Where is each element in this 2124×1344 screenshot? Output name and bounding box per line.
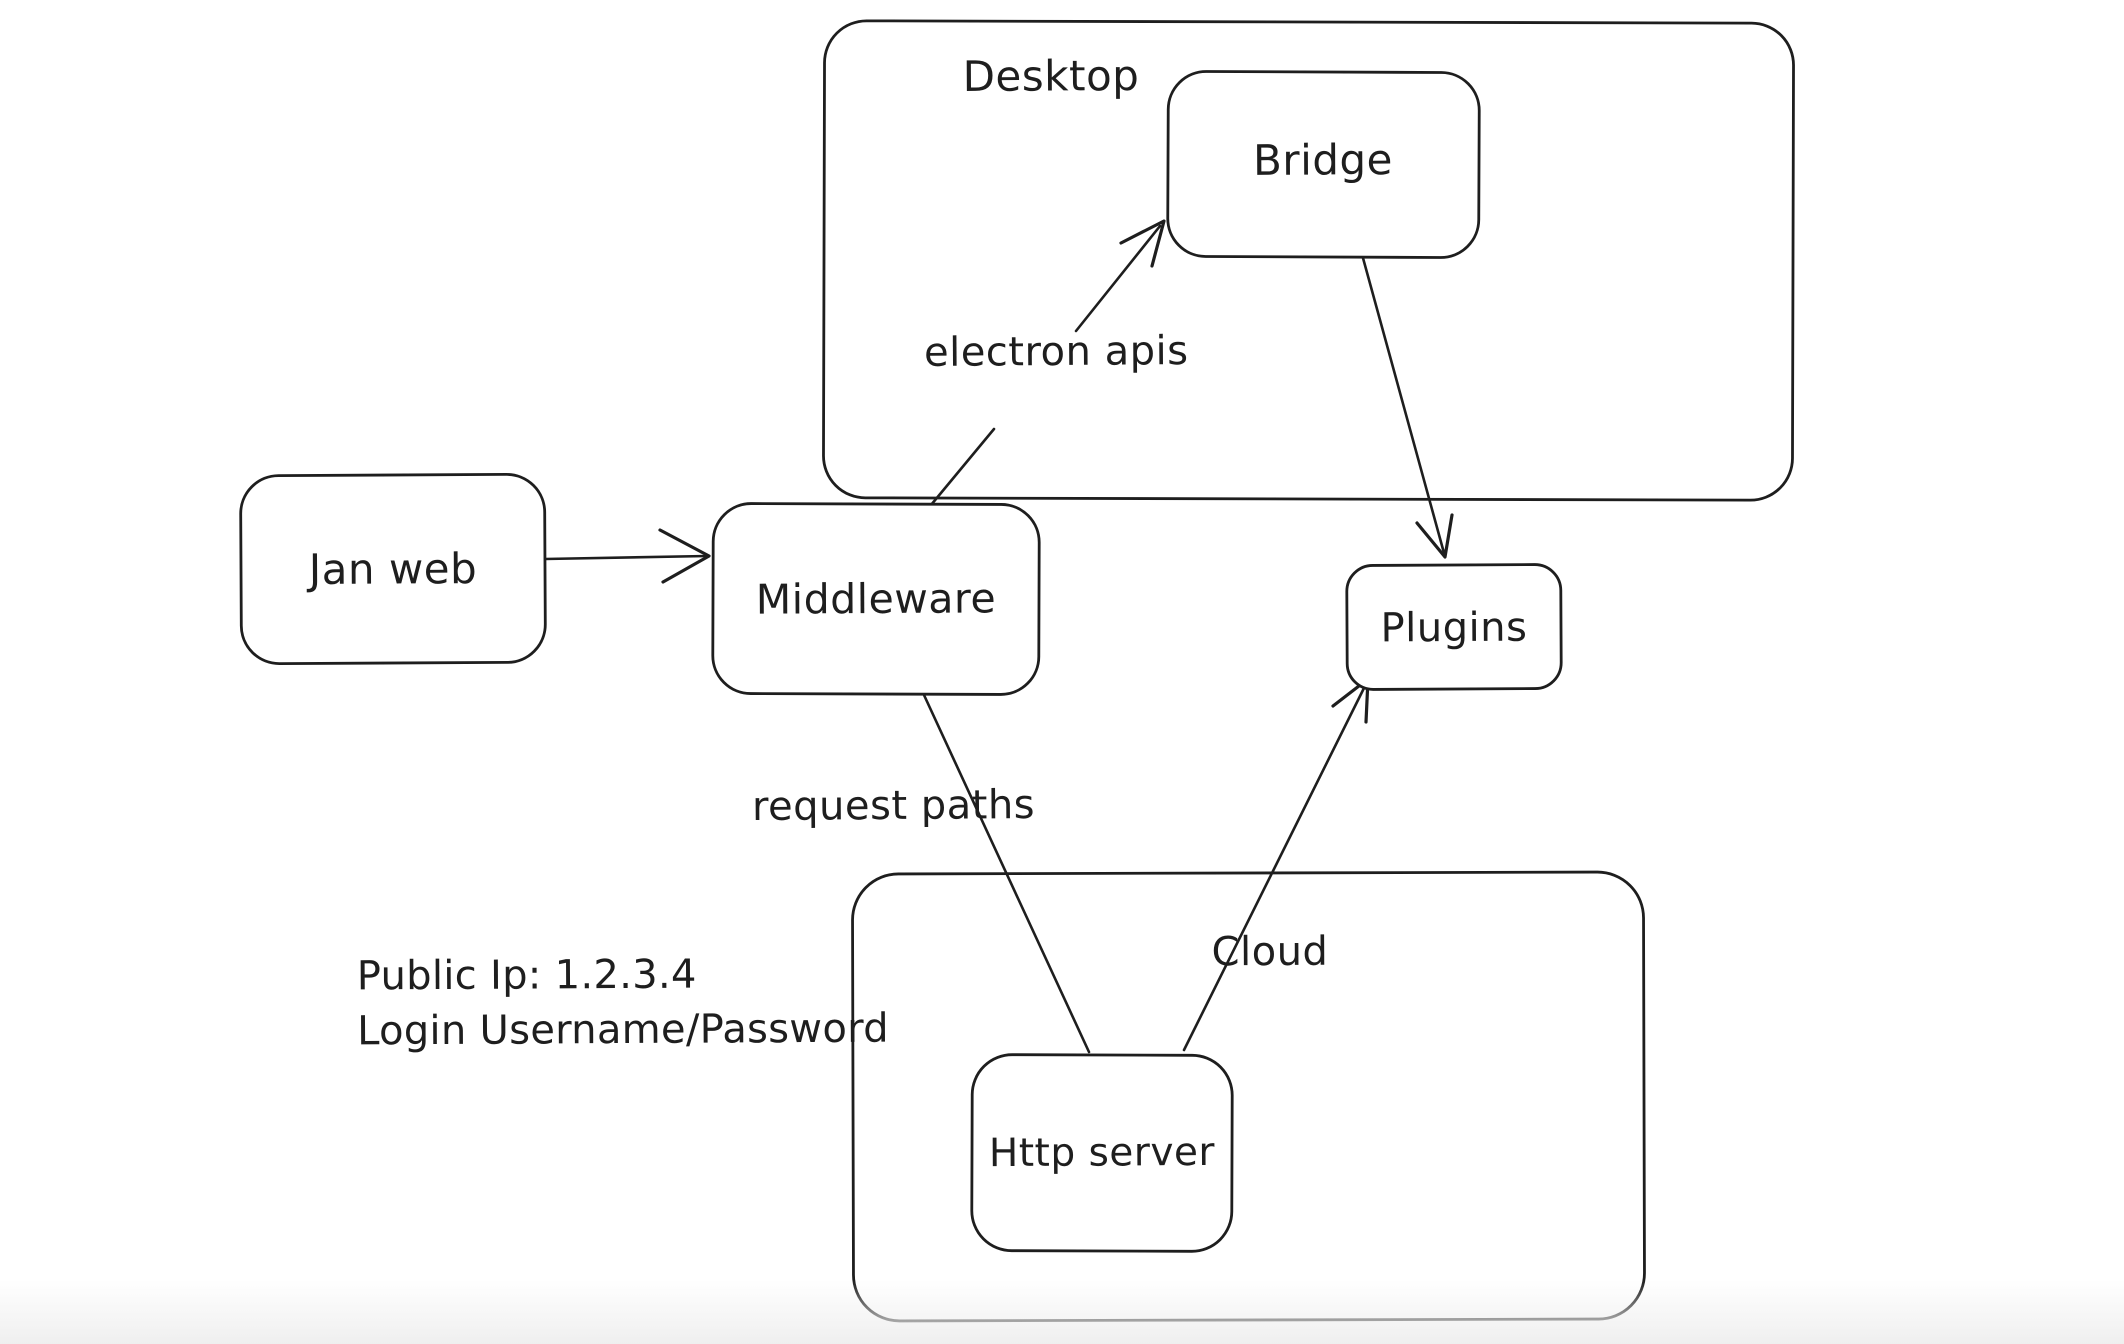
node-bridge-label: Bridge [1252, 135, 1394, 185]
annotation-credentials-line2: Login Username/Password [357, 1005, 890, 1055]
edge-middleware-to-http-server[interactable] [922, 693, 1091, 1054]
edge-middleware-to-bridge[interactable] [929, 219, 1166, 507]
edge-bridge-to-plugins[interactable] [1361, 256, 1454, 559]
container-desktop-label: Desktop [962, 51, 1140, 101]
container-cloud-label: Cloud [1211, 928, 1329, 976]
edge-http-server-to-plugins[interactable] [1182, 677, 1370, 1052]
node-middleware[interactable] [711, 502, 1041, 696]
edge-label-electron-apis: electron apis [923, 328, 1189, 376]
node-http-server[interactable] [970, 1053, 1234, 1253]
node-jan-web[interactable] [239, 473, 547, 665]
edge-jan-web-to-middleware[interactable] [543, 528, 711, 584]
node-middleware-label: Middleware [755, 574, 997, 624]
arrowhead [658, 528, 711, 584]
arrowhead [1119, 219, 1166, 268]
annotation-credentials: Public Ip: 1.2.3.4 Login Username/Passwo… [357, 947, 889, 1060]
annotation-credentials-line1: Public Ip: 1.2.3.4 [356, 951, 697, 1000]
node-plugins[interactable] [1345, 563, 1563, 691]
container-desktop[interactable] [822, 19, 1795, 502]
node-bridge[interactable] [1166, 70, 1481, 259]
node-plugins-label: Plugins [1380, 604, 1528, 652]
node-http-server-label: Http server [988, 1129, 1216, 1177]
edge-label-request-paths: request paths [751, 782, 1036, 830]
arrowhead [1415, 513, 1454, 559]
node-jan-web-label: Jan web [308, 544, 478, 594]
